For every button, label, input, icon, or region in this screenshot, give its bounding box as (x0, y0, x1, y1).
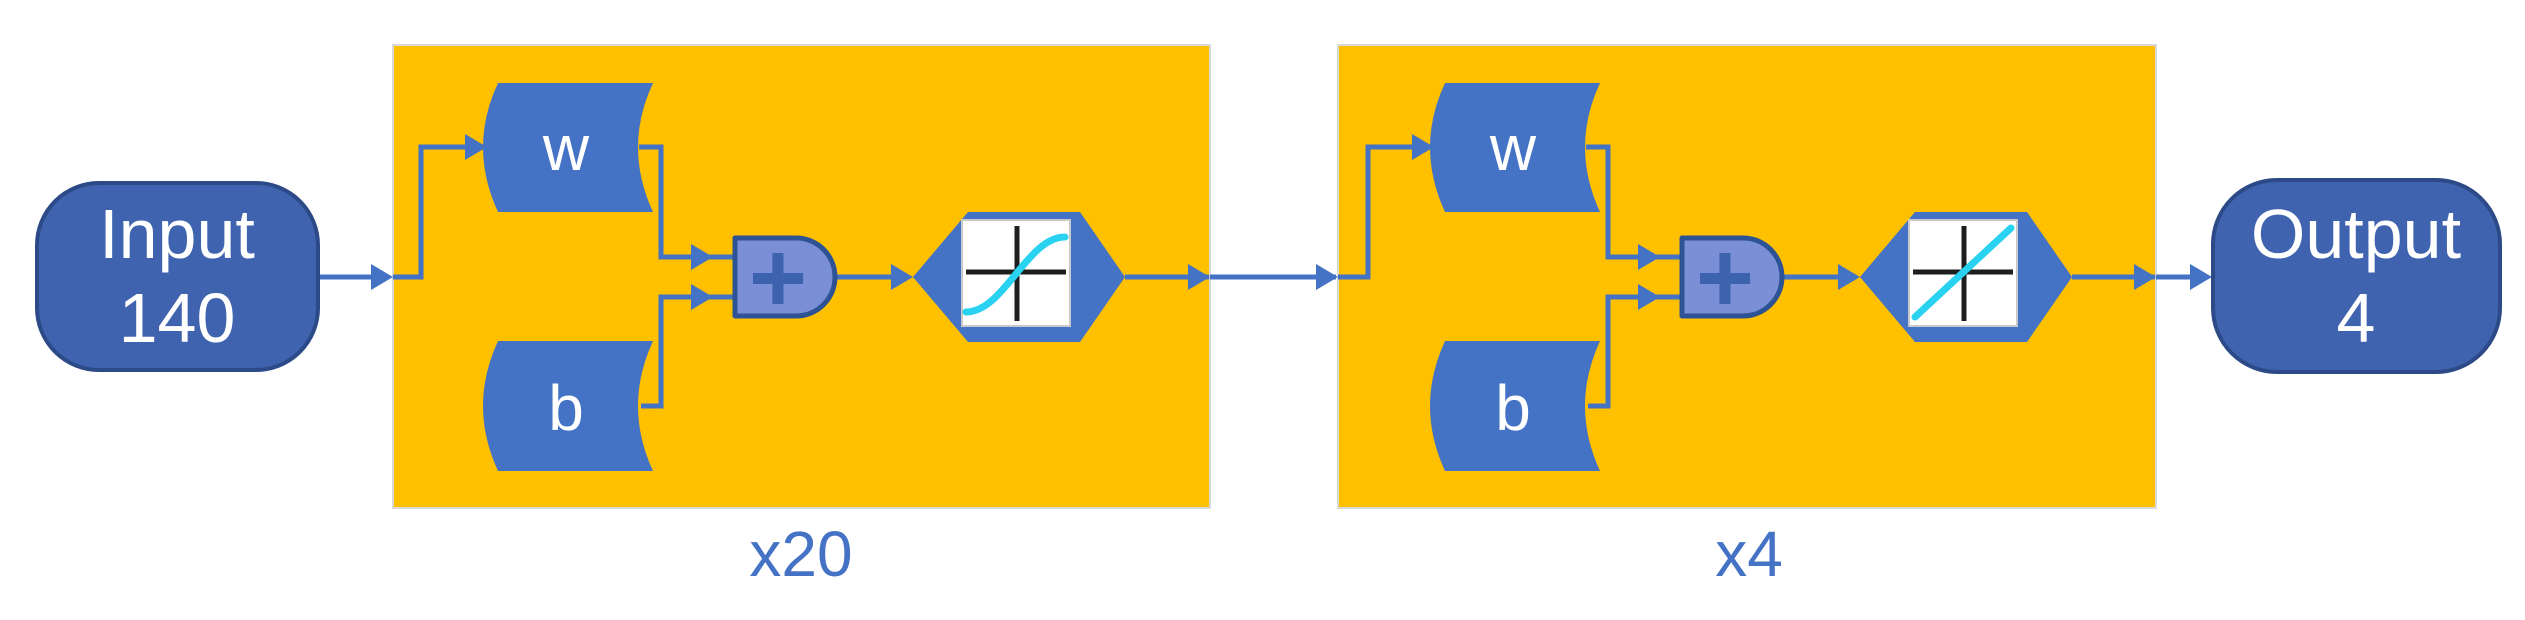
arrowhead-layer1-to-layer2 (1316, 264, 1338, 290)
arrowhead-bias-to-sum-layer1 (691, 284, 713, 310)
weight-block-layer2 (1430, 83, 1600, 212)
arrowhead-sum-to-activation-layer1 (891, 264, 913, 290)
arrowhead-layer2-to-output (2190, 264, 2212, 290)
wire-layer2-entry-to-weight (1338, 144, 1433, 280)
weight-block-layer1 (483, 83, 653, 212)
bias-block-layer2 (1430, 341, 1600, 471)
arrowhead-bias-to-sum-layer2 (1638, 284, 1660, 310)
input-node-size: 140 (119, 279, 236, 357)
repeat-label-layer2: x4 (1715, 518, 1783, 590)
wires (318, 134, 2212, 409)
arrowhead-sum-to-activation-layer2 (1838, 264, 1860, 290)
arrowhead-activation-to-edge-layer2 (2134, 264, 2156, 290)
bias-block-layer1 (483, 341, 653, 471)
output-node-size: 4 (2337, 279, 2376, 357)
arrowhead-weight-to-sum-layer1 (691, 244, 713, 270)
weight-label-layer2: w (1489, 112, 1537, 184)
arrowhead-input-to-layer1 (371, 264, 393, 290)
purelin-linear-line-icon (1911, 224, 2015, 321)
arrowhead-entry-to-weight-layer1 (465, 134, 487, 160)
sum-block-layer1 (732, 235, 838, 319)
repeat-label-layer1: x20 (749, 518, 852, 590)
plus-icon: + (1696, 222, 1754, 334)
output-node-label: Output (2251, 195, 2461, 273)
tansig-sigmoid-curve-icon (962, 233, 1069, 316)
arrowhead-weight-to-sum-layer2 (1638, 244, 1660, 270)
wire-layer1-entry-to-weight (393, 144, 486, 280)
output-node (2211, 178, 2502, 374)
bias-label-layer2: b (1495, 372, 1531, 444)
sum-block-layer2 (1679, 235, 1785, 319)
input-node-label: Input (99, 195, 255, 273)
plus-icon: + (749, 222, 807, 334)
weight-label-layer1: w (542, 112, 590, 184)
input-node (35, 181, 320, 372)
arrowhead-activation-to-edge-layer1 (1188, 264, 1210, 290)
bias-label-layer1: b (548, 372, 584, 444)
arrowhead-entry-to-weight-layer2 (1412, 134, 1434, 160)
